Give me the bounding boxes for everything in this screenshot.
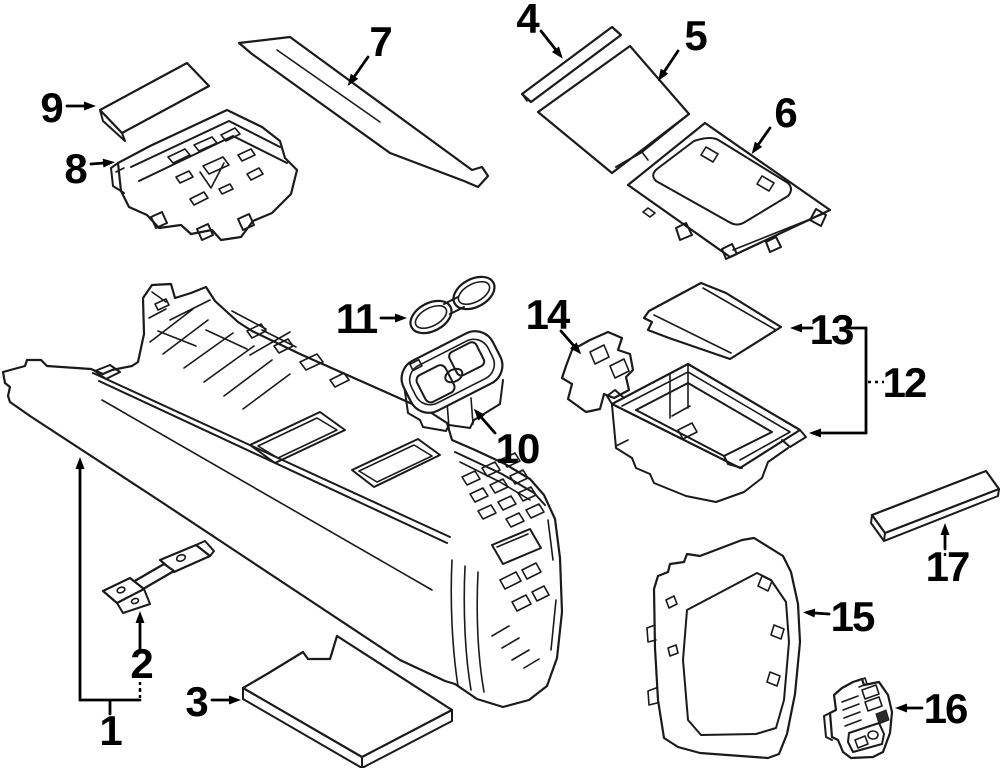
callout-12[interactable]: 12 bbox=[868, 359, 928, 406]
callout-15-label[interactable]: 15 bbox=[831, 593, 877, 640]
console-honeycomb-grille bbox=[461, 452, 545, 528]
callout-7-label[interactable]: 7 bbox=[369, 18, 393, 65]
callout-4-arrow bbox=[539, 29, 563, 59]
callout-10-label[interactable]: 10 bbox=[496, 425, 541, 472]
part-3-console-mat bbox=[241, 634, 454, 768]
callout-8-arrow bbox=[89, 158, 115, 168]
callout-1-label[interactable]: 1 bbox=[99, 707, 124, 754]
callout-4[interactable]: 4 bbox=[516, 0, 563, 59]
callout-15[interactable]: 15 bbox=[803, 593, 877, 640]
callout-1[interactable]: 1 bbox=[75, 457, 142, 754]
callout-2[interactable]: 2 bbox=[130, 611, 154, 696]
part-12-storage-bin bbox=[606, 362, 807, 503]
callout-8-label[interactable]: 8 bbox=[64, 145, 89, 192]
part-11-cupholder-rings bbox=[409, 275, 496, 335]
callout-2-label[interactable]: 2 bbox=[130, 640, 154, 687]
callout-9[interactable]: 9 bbox=[40, 84, 96, 131]
callout-8[interactable]: 8 bbox=[64, 145, 115, 192]
callout-3[interactable]: 3 bbox=[185, 678, 241, 725]
part-13-bin-liner-mat bbox=[642, 281, 783, 361]
callout-16[interactable]: 16 bbox=[895, 685, 969, 732]
part-1-console-body bbox=[1, 282, 564, 709]
part-4-trim-strip bbox=[520, 25, 623, 104]
part-15-rear-trim-frame bbox=[646, 536, 802, 760]
callout-5-label[interactable]: 5 bbox=[684, 12, 709, 59]
callout-6-arrow bbox=[751, 126, 772, 154]
callout-14-label[interactable]: 14 bbox=[526, 291, 573, 338]
callout-14-arrow bbox=[559, 329, 582, 355]
callout-13-label[interactable]: 13 bbox=[810, 306, 855, 353]
callout-7[interactable]: 7 bbox=[347, 18, 393, 87]
callout-7-arrow bbox=[347, 55, 370, 87]
callout-5-arrow bbox=[657, 49, 680, 82]
part-6-shifter-trim-panel bbox=[626, 121, 832, 260]
callout-3-label[interactable]: 3 bbox=[185, 678, 209, 725]
part-16-rear-switch-panel bbox=[823, 677, 894, 760]
callout-17[interactable]: 17 bbox=[926, 523, 971, 590]
callout-6[interactable]: 6 bbox=[751, 89, 798, 154]
callout-5[interactable]: 5 bbox=[657, 12, 709, 82]
part-2-mounting-bracket bbox=[101, 540, 215, 614]
part-8-switch-panel-assembly bbox=[110, 108, 299, 242]
part-9-trim-plate bbox=[98, 61, 211, 142]
callout-12-label[interactable]: 12 bbox=[883, 359, 928, 406]
callout-11[interactable]: 11 bbox=[336, 295, 407, 342]
part-10-cupholder-insert bbox=[400, 330, 504, 432]
part-5-console-lid bbox=[536, 44, 691, 175]
part-17-rear-trim-strip bbox=[870, 469, 1000, 542]
callout-16-label[interactable]: 16 bbox=[924, 685, 969, 732]
part-7-side-trim-strip bbox=[237, 35, 490, 189]
callout-15-arrow bbox=[803, 608, 831, 618]
callout-17-label[interactable]: 17 bbox=[926, 543, 971, 590]
callout-13[interactable]: 13 bbox=[790, 306, 868, 438]
callout-11-label[interactable]: 11 bbox=[336, 295, 380, 342]
callout-14[interactable]: 14 bbox=[526, 291, 582, 355]
callout-4-label[interactable]: 4 bbox=[516, 0, 542, 42]
callout-10-arrow bbox=[473, 408, 497, 435]
callout-10[interactable]: 10 bbox=[473, 408, 541, 472]
callout-9-label[interactable]: 9 bbox=[40, 84, 64, 131]
callout-6-label[interactable]: 6 bbox=[774, 89, 798, 136]
